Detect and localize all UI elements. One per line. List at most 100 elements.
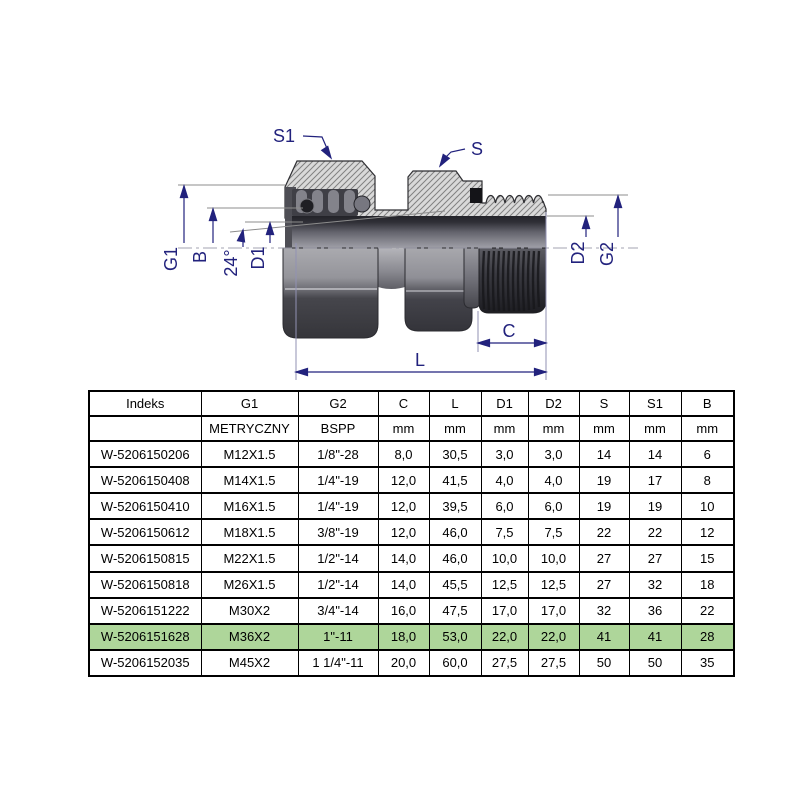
table-cell: 22,0 <box>480 622 529 651</box>
table-cell: 27 <box>578 570 630 599</box>
table-cell: 20,0 <box>377 648 430 678</box>
label-angle: 24° <box>221 249 241 276</box>
table-cell: 60,0 <box>428 648 482 678</box>
nut-back-face <box>285 187 296 248</box>
table-cell: 3,0 <box>480 439 529 469</box>
dim-angle <box>236 228 246 247</box>
dim-d1 <box>265 220 275 243</box>
label-b: B <box>190 251 210 263</box>
table-cell: 50 <box>628 648 682 678</box>
column-header: G2 <box>297 390 379 417</box>
table-cell: M18X1.5 <box>200 518 299 547</box>
dim-g1 <box>179 183 189 243</box>
table-cell: 36 <box>628 596 682 625</box>
table-cell: 6,0 <box>480 492 529 521</box>
table-cell: 27,5 <box>480 648 529 678</box>
table-cell: 1"-11 <box>297 622 379 651</box>
table-cell: 6 <box>680 439 735 469</box>
table-cell: 50 <box>578 648 630 678</box>
table-cell: M45X2 <box>200 648 299 678</box>
table-cell: 1/2"-14 <box>297 570 379 599</box>
leader-s <box>438 148 466 168</box>
table-cell: 7,5 <box>480 518 529 547</box>
table-cell: M26X1.5 <box>200 570 299 599</box>
table-cell: W-5206150410 <box>88 492 202 521</box>
column-header: S1 <box>628 390 682 417</box>
table-cell: 1/4"-19 <box>297 492 379 521</box>
table-cell: 35 <box>680 648 735 678</box>
table-cell: 10,0 <box>527 544 580 573</box>
table-cell: 12,0 <box>377 466 430 495</box>
dimension-labels: S1 S G1 B 24° D1 D2 G2 C L <box>161 126 617 370</box>
table-cell: 45,5 <box>428 570 482 599</box>
table-cell: 27,5 <box>527 648 580 678</box>
collar-bottom <box>463 247 481 309</box>
table-cell: 47,5 <box>428 596 482 625</box>
unit-cell: mm <box>578 415 630 442</box>
table-cell: 12 <box>680 518 735 547</box>
table-cell: 3/4"-14 <box>297 596 379 625</box>
table-cell: 12,5 <box>480 570 529 599</box>
table-cell: 17,0 <box>527 596 580 625</box>
dim-g2 <box>613 193 623 237</box>
table-cell: 19 <box>628 492 682 521</box>
dim-c <box>475 338 549 348</box>
table-cell: 3,0 <box>527 439 580 469</box>
unit-cell: BSPP <box>297 415 379 442</box>
table-cell: 41 <box>628 622 682 651</box>
column-header: L <box>428 390 482 417</box>
unit-cell: mm <box>680 415 735 442</box>
table-cell: 39,5 <box>428 492 482 521</box>
table-cell: 22 <box>628 518 682 547</box>
table-cell: 19 <box>578 466 630 495</box>
table-cell: 14,0 <box>377 570 430 599</box>
table-cell: 6,0 <box>527 492 580 521</box>
table-cell: 22 <box>680 596 735 625</box>
compression-nut-bottom <box>282 247 379 339</box>
table-cell: 22,0 <box>527 622 580 651</box>
table-cell: 17 <box>628 466 682 495</box>
table-cell: M12X1.5 <box>200 439 299 469</box>
unit-cell <box>88 415 202 442</box>
table-cell: M16X1.5 <box>200 492 299 521</box>
column-header: Indeks <box>88 390 202 417</box>
column-header: G1 <box>200 390 299 417</box>
table-cell: W-5206150815 <box>88 544 202 573</box>
table-cell: 19 <box>578 492 630 521</box>
seal-ring-section <box>470 188 482 203</box>
leader-s1 <box>302 135 333 160</box>
unit-cell: mm <box>428 415 482 442</box>
body-hex-bottom <box>404 247 473 332</box>
table-cell: 1/4"-19 <box>297 466 379 495</box>
dim-l <box>293 367 549 377</box>
table-cell: 15 <box>680 544 735 573</box>
table-cell: 3/8"-19 <box>297 518 379 547</box>
table-cell: W-5206152035 <box>88 648 202 678</box>
table-cell: 8 <box>680 466 735 495</box>
table-cell: 53,0 <box>428 622 482 651</box>
column-header: D1 <box>480 390 529 417</box>
unit-cell: mm <box>377 415 430 442</box>
table-cell: 17,0 <box>480 596 529 625</box>
label-d2: D2 <box>568 241 588 264</box>
oring-ball-dark <box>299 198 315 214</box>
table-cell: 14 <box>578 439 630 469</box>
column-header: C <box>377 390 430 417</box>
table-cell: 16,0 <box>377 596 430 625</box>
table-cell: 1/2"-14 <box>297 544 379 573</box>
label-g2: G2 <box>597 242 617 266</box>
label-g1: G1 <box>161 247 181 271</box>
dim-b <box>208 206 218 243</box>
external-view-bottom <box>282 247 547 339</box>
thread-ridges <box>481 250 541 312</box>
table-cell: 12,0 <box>377 492 430 521</box>
table-cell: 12,5 <box>527 570 580 599</box>
table-cell: 27 <box>628 544 682 573</box>
